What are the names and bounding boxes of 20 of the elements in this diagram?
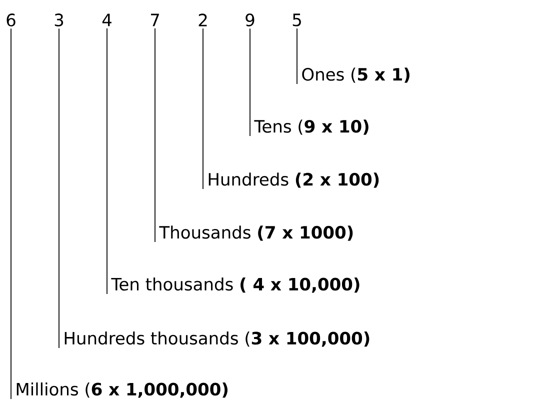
leader-line [58,28,60,348]
place-value-label: Tens (9 x 10) [254,120,368,135]
digit: 3 [54,14,64,26]
digit: 7 [151,14,159,26]
place-value-label: Millions (6 x 1,000,000) [16,382,228,398]
digit: 5 [292,14,301,26]
leader-line [154,28,156,242]
place-value-label: Ten thousands ( 4 x 10,000) [111,277,360,293]
digit: 9 [246,14,254,26]
place-value-label: Thousands (7 x 1000) [159,226,353,241]
place-value-label: Hundreds (2 x 100) [208,172,379,188]
leader-line [10,28,12,400]
place-value-label: Hundreds thousands (3 x 100,000) [64,331,370,347]
digit: 6 [6,14,16,26]
leader-line [296,28,298,84]
digit: 4 [102,14,112,26]
leader-line [106,28,108,294]
leader-line [202,28,204,190]
place-value-label: Ones (5 x 1) [302,68,410,83]
digit: 2 [198,14,207,26]
